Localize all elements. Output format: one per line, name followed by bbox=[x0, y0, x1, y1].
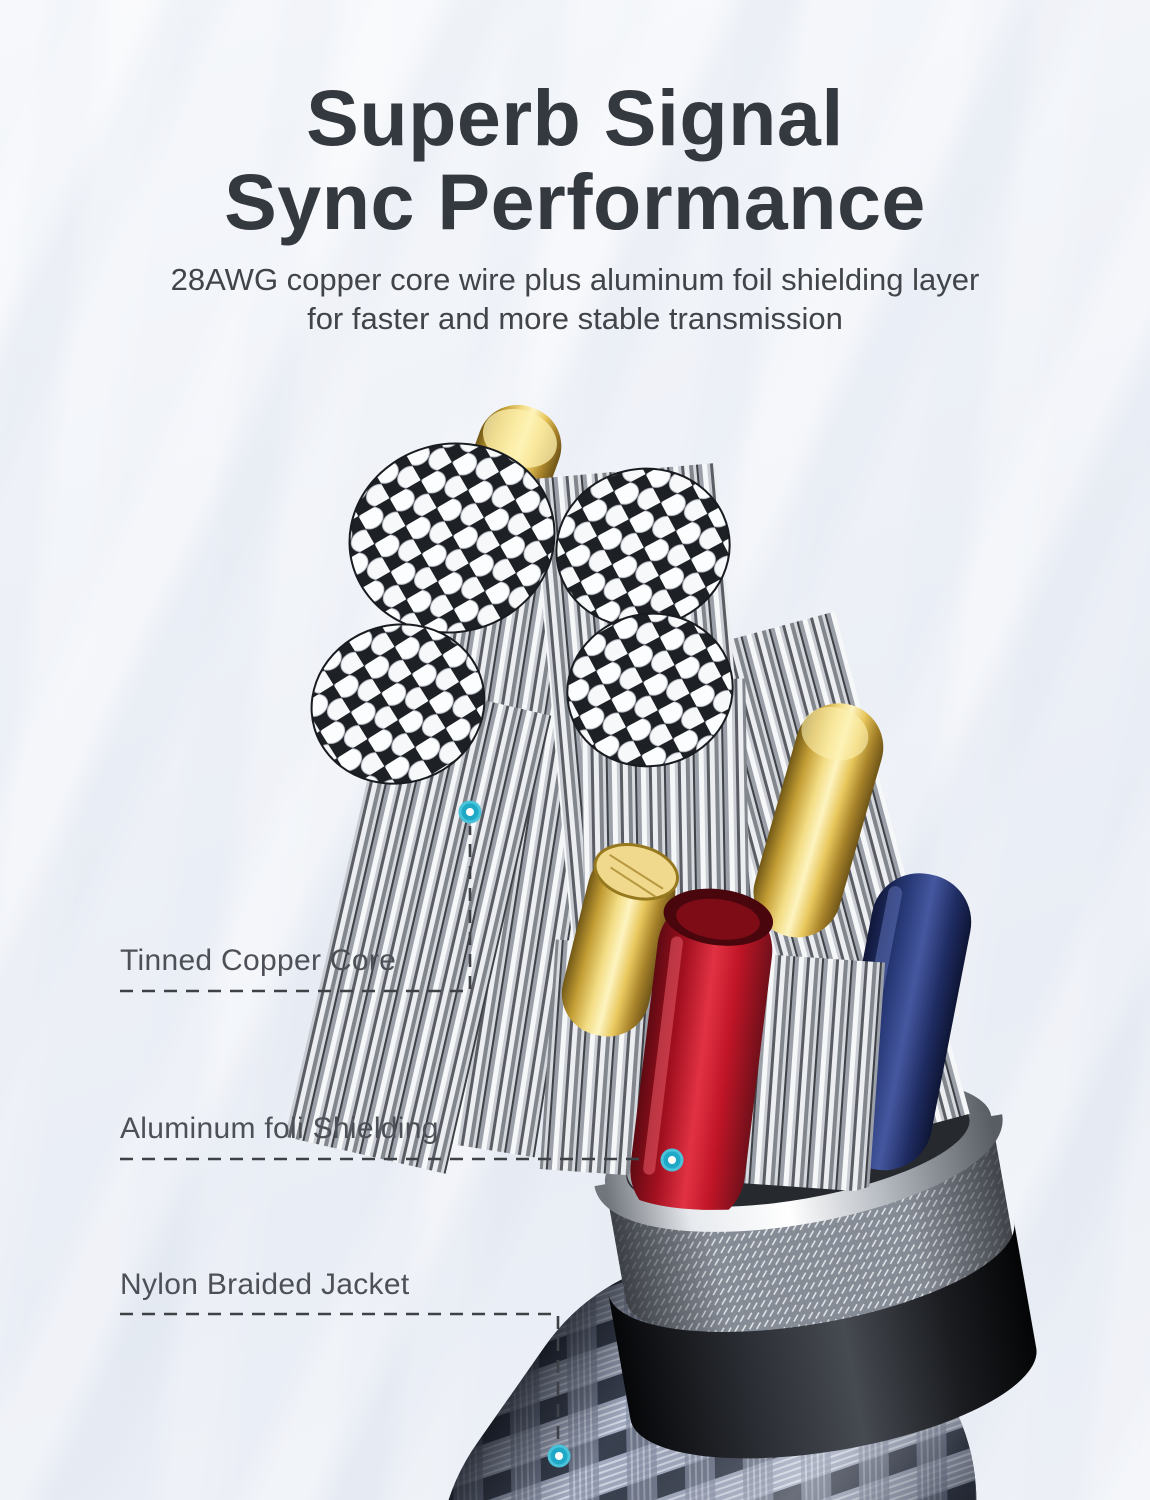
title-line-2: Sync Performance bbox=[224, 157, 926, 246]
callout-dot-nylon-braided-jacket bbox=[547, 1444, 571, 1468]
gold-core-wire-right bbox=[753, 703, 884, 938]
callout-leader-lines bbox=[120, 826, 648, 1440]
copper-core-gold bbox=[561, 843, 680, 1037]
callout-label-tinned-copper-core: Tinned Copper Core bbox=[120, 944, 397, 977]
foil-shield-front bbox=[594, 1114, 1037, 1459]
wire-strand-shaft bbox=[284, 678, 552, 1174]
leader-line-nylon-braided-jacket bbox=[120, 1312, 560, 1440]
wire-bundle-face bbox=[555, 467, 731, 629]
leader-line-tinned-copper-core bbox=[120, 826, 472, 993]
subtitle-line-2: for faster and more stable transmission bbox=[307, 301, 843, 336]
wire-bundle-face bbox=[348, 442, 556, 634]
title-line-1: Superb Signal bbox=[306, 73, 844, 162]
wire-bundle-face bbox=[310, 623, 486, 785]
page-subtitle: 28AWG copper core wire plus aluminum foi… bbox=[0, 260, 1150, 338]
red-wire bbox=[630, 888, 774, 1225]
wire-bundle-face bbox=[566, 612, 734, 768]
callout-dot-aluminum-foil-shielding bbox=[660, 1148, 684, 1172]
subtitle-line-1: 28AWG copper core wire plus aluminum foi… bbox=[170, 262, 980, 297]
page-title: Superb Signal Sync Performance bbox=[0, 76, 1150, 244]
callout-label-aluminum-foil-shielding: Aluminum foli Shielding bbox=[120, 1112, 439, 1145]
callout-label-nylon-braided-jacket: Nylon Braided Jacket bbox=[120, 1268, 410, 1301]
callout-dot-tinned-copper-core bbox=[458, 800, 482, 824]
jacket-black-band bbox=[608, 1219, 1037, 1459]
